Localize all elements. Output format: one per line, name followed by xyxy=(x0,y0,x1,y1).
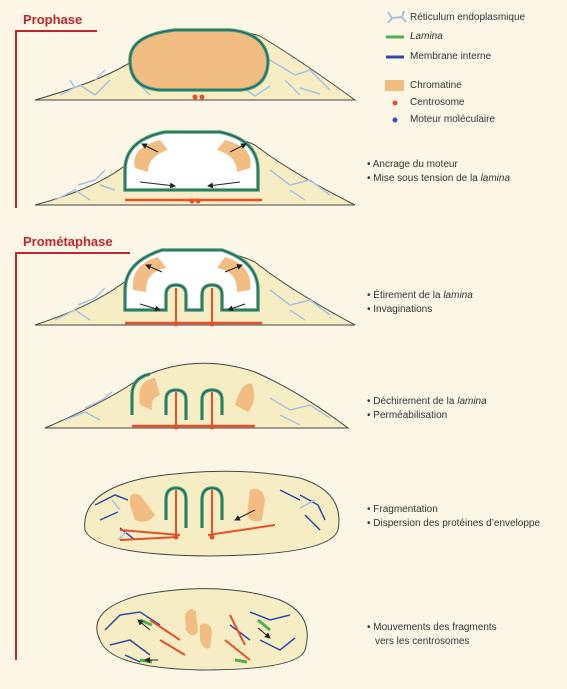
legend-motor-icon xyxy=(392,117,398,123)
cell-stage-5 xyxy=(84,470,340,557)
legend-lamina-label: Lamina xyxy=(410,31,443,42)
prometaphase-bracket-top xyxy=(15,252,130,254)
note-line: • Ancrage du moteur xyxy=(367,159,458,170)
cell-stage-6 xyxy=(96,588,308,671)
cell-stage-2 xyxy=(34,130,356,206)
centrosome xyxy=(192,94,198,100)
stage-2-notes: • Ancrage du moteur • Mise sous tension … xyxy=(367,158,510,186)
cell-stage-3 xyxy=(34,248,356,327)
note-line: • Étirement de la lamina xyxy=(367,290,473,301)
legend-chromatin-label: Chromatine xyxy=(410,80,462,91)
stage-5-notes: • Fragmentation • Dispersion des protéin… xyxy=(367,503,540,531)
prometaphase-title: Prométaphase xyxy=(23,234,113,249)
legend-reticulum-label: Réticulum endoplasmique xyxy=(410,12,526,23)
stage-6-notes: • Mouvements des fragments vers les cent… xyxy=(367,621,497,649)
note-line: vers les centrosomes xyxy=(375,636,470,647)
cell-stage-1 xyxy=(34,28,357,101)
legend-membrane-label: Membrane interne xyxy=(410,51,492,62)
cell-stage-4 xyxy=(44,362,350,430)
legend-centrosome-icon xyxy=(392,100,398,106)
stage-3-notes: • Étirement de la lamina • Invaginations xyxy=(367,289,473,317)
note-line: • Invaginations xyxy=(367,304,433,315)
note-line: • Mouvements des fragments xyxy=(367,622,497,633)
legend-reticulum-icon xyxy=(387,10,407,24)
note-line: • Mise sous tension de la lamina xyxy=(367,173,511,184)
note-line: • Déchirement de la lamina xyxy=(367,396,487,407)
legend-centrosome-label: Centrosome xyxy=(410,97,465,108)
note-line: • Fragmentation xyxy=(367,504,438,515)
prophase-bracket-side xyxy=(15,30,17,208)
prophase-bracket-top xyxy=(15,30,97,32)
prometaphase-bracket-side xyxy=(15,252,17,660)
stage-4-notes: • Déchirement de la lamina • Perméabilis… xyxy=(367,395,487,423)
note-line: • Perméabilisation xyxy=(367,410,448,421)
centrosome xyxy=(199,94,205,100)
note-line: • Dispersion des protéines d’enveloppe xyxy=(367,518,541,529)
legend-chromatin-icon xyxy=(385,80,404,91)
prophase-title: Prophase xyxy=(23,12,83,27)
legend-motor-label: Moteur moléculaire xyxy=(410,114,496,125)
